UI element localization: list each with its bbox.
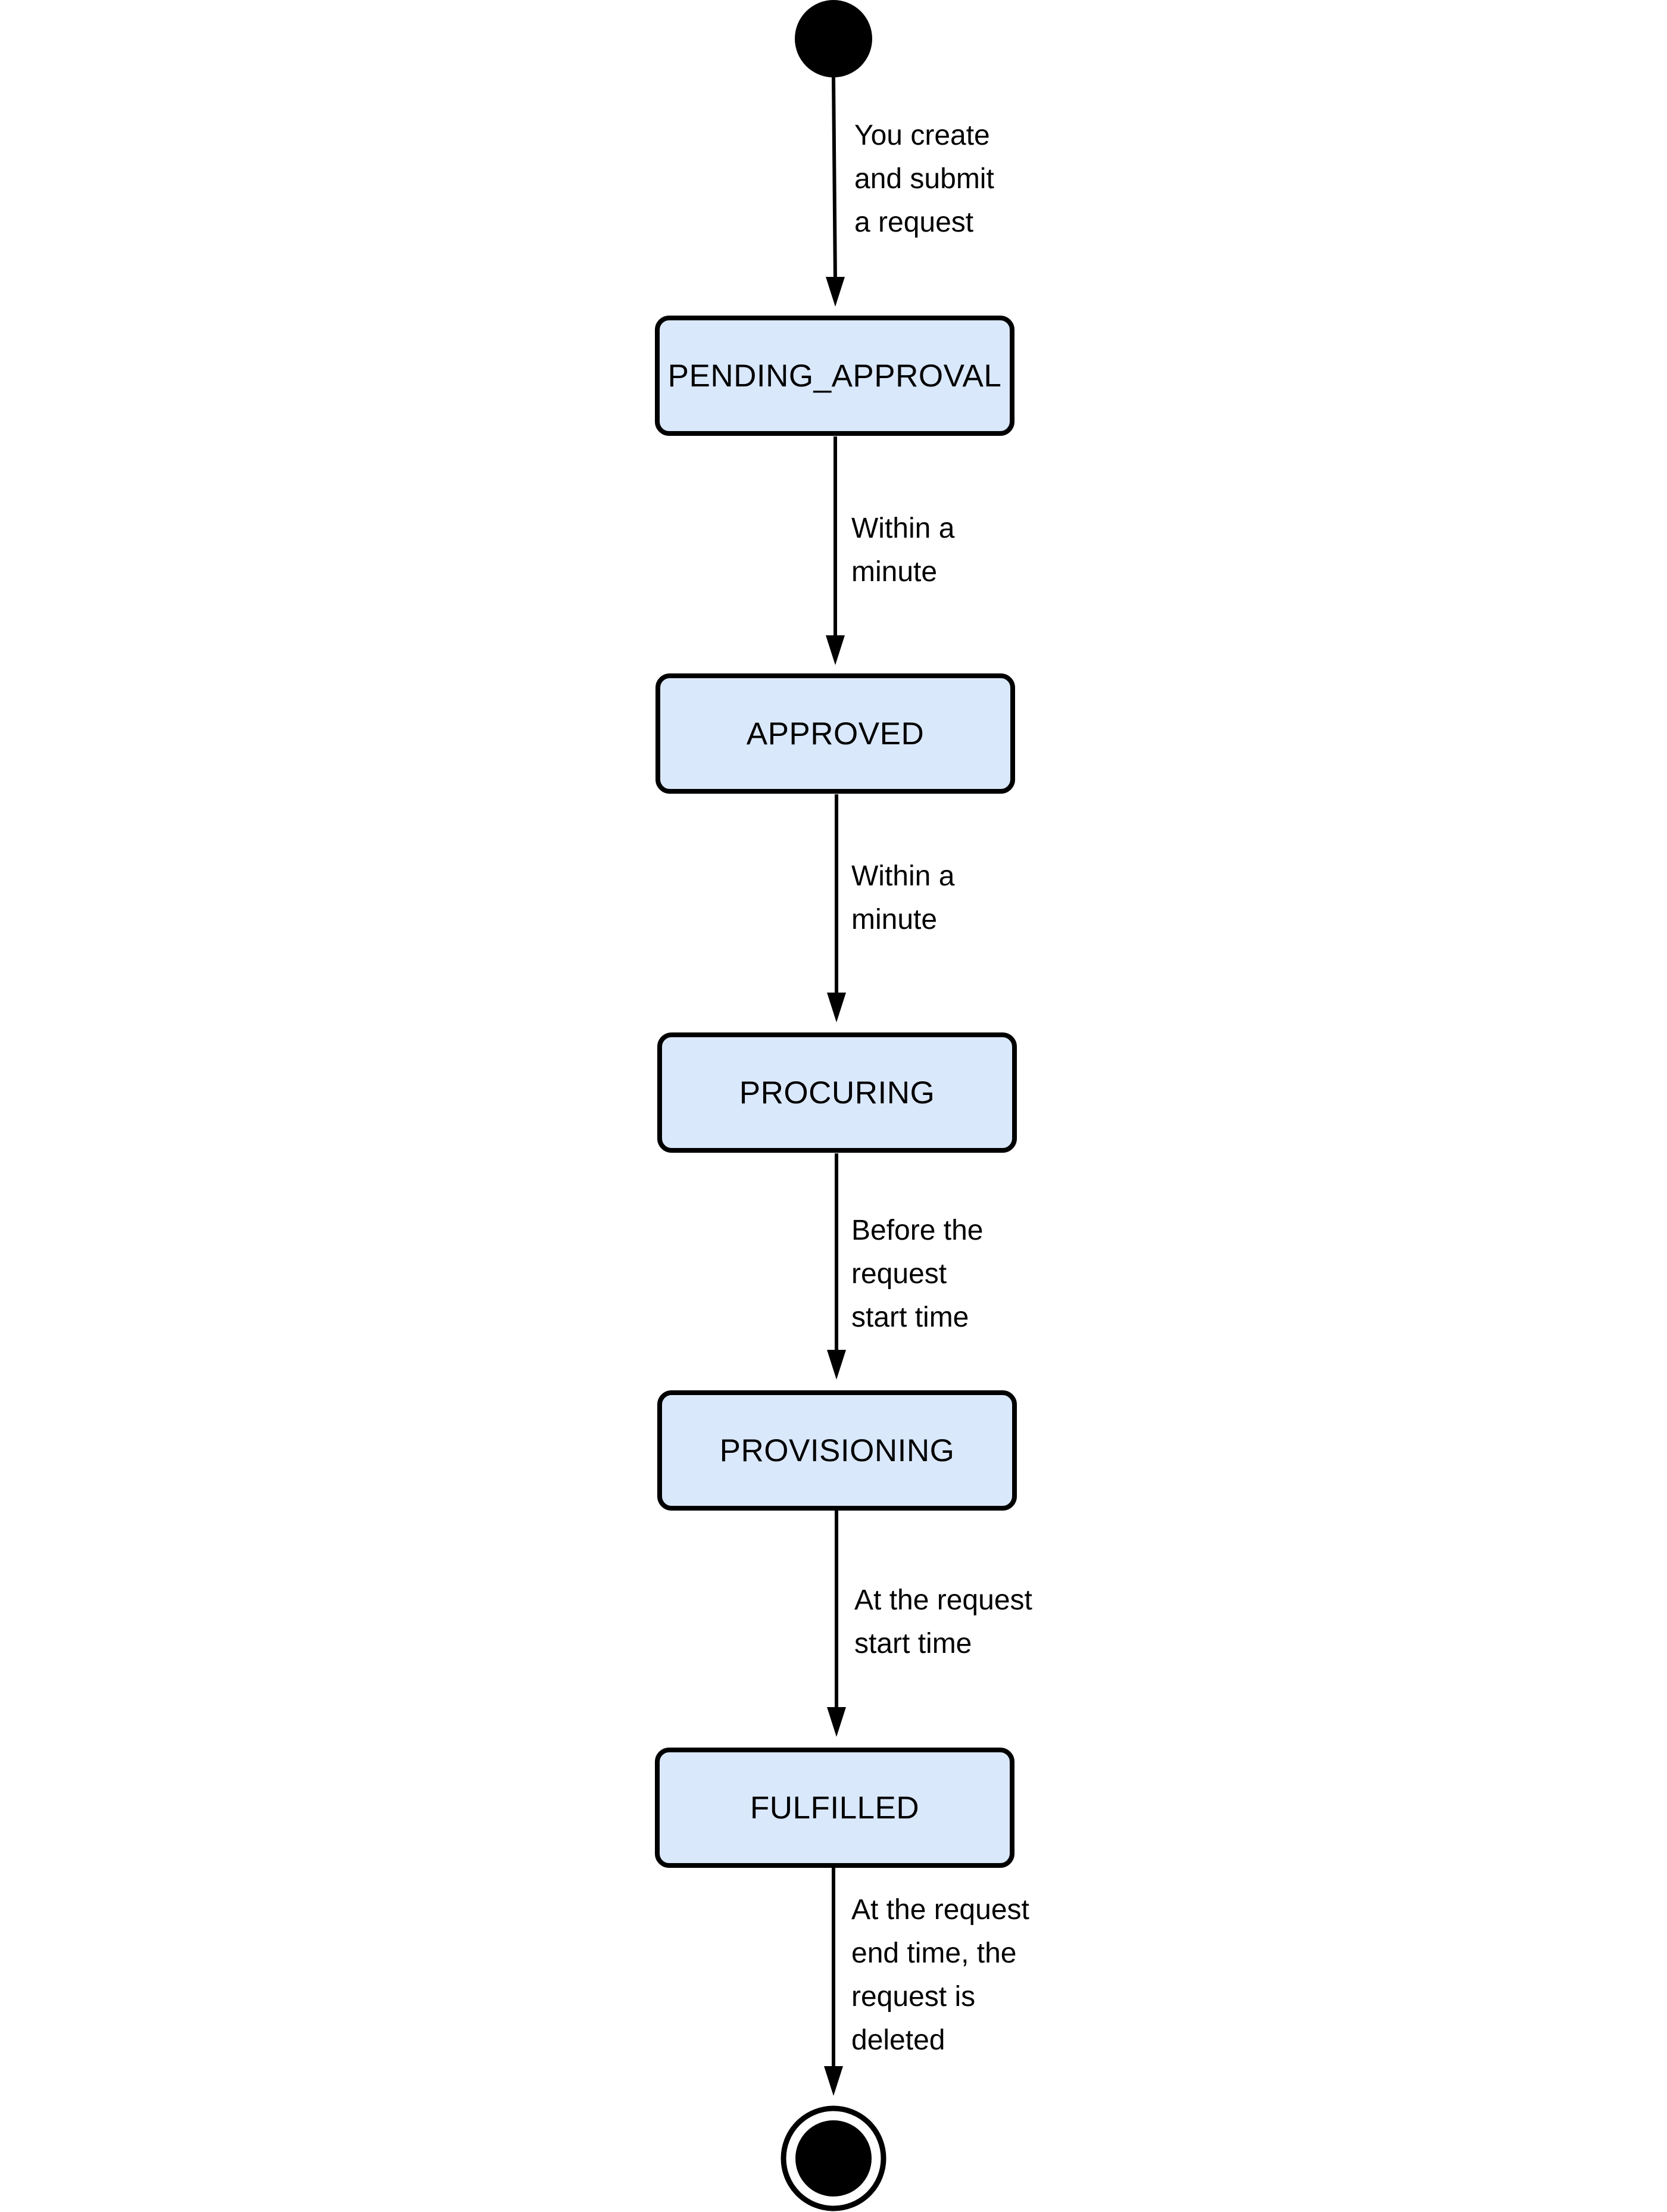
transition-label-procure: Within a minute bbox=[851, 854, 954, 941]
transition-label-approve: Within a minute bbox=[851, 507, 954, 594]
label-line: Within a bbox=[851, 513, 955, 544]
label-line: end time, the bbox=[851, 1938, 1017, 1969]
state-procuring: PROCURING bbox=[657, 1032, 1017, 1153]
label-line: deleted bbox=[851, 2024, 945, 2056]
transition-arrow-6 bbox=[824, 1868, 843, 2096]
label-line: request bbox=[851, 1258, 947, 1290]
state-fulfilled: FULFILLED bbox=[655, 1748, 1014, 1868]
state-pending-approval: PENDING_APPROVAL bbox=[655, 316, 1014, 436]
label-line: minute bbox=[851, 904, 938, 935]
label-line: Before the bbox=[851, 1215, 984, 1246]
label-line: minute bbox=[851, 556, 938, 588]
transition-arrow-2 bbox=[826, 436, 845, 665]
label-line: At the request bbox=[851, 1894, 1029, 1926]
state-approved: APPROVED bbox=[655, 673, 1015, 794]
transition-arrow-4 bbox=[827, 1153, 846, 1380]
transition-label-submit: You create and submit a request bbox=[854, 114, 994, 244]
transition-label-fulfill: At the request start time bbox=[854, 1578, 1032, 1665]
label-line: Within a bbox=[851, 860, 955, 892]
transition-arrow-3 bbox=[827, 794, 846, 1022]
label-line: start time bbox=[851, 1302, 969, 1333]
label-line: and submit bbox=[854, 163, 994, 195]
initial-state-node bbox=[795, 0, 872, 77]
label-line: request is bbox=[851, 1981, 976, 2013]
label-line: You create bbox=[854, 120, 990, 151]
state-provisioning: PROVISIONING bbox=[657, 1390, 1017, 1511]
transition-arrow-1 bbox=[826, 77, 845, 307]
transition-arrow-5 bbox=[827, 1511, 846, 1737]
transition-label-delete: At the request end time, the request is … bbox=[851, 1888, 1029, 2062]
label-line: a request bbox=[854, 207, 974, 238]
transition-label-provision: Before the request start time bbox=[851, 1209, 983, 1339]
label-line: At the request bbox=[854, 1584, 1032, 1616]
label-line: start time bbox=[854, 1628, 972, 1659]
final-state-node bbox=[781, 2105, 886, 2211]
